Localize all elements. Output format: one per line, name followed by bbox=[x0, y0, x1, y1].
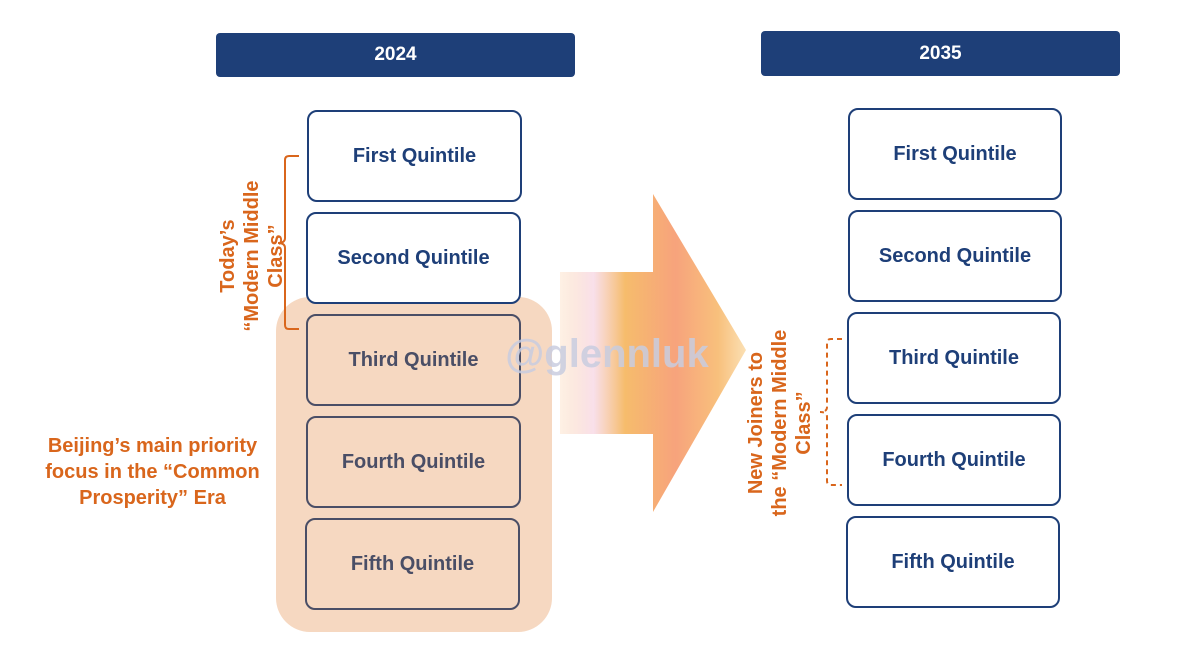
focus-line-2: focus in the “Common bbox=[45, 461, 260, 483]
left-quintile-5: Fifth Quintile bbox=[305, 518, 520, 610]
header-2035: 2035 bbox=[761, 31, 1120, 76]
left-bracket bbox=[277, 155, 299, 330]
left-quintile-4: Fourth Quintile bbox=[306, 416, 521, 508]
today-middle-class-label: Today’s “Modern Middle Class” bbox=[216, 156, 287, 356]
right-quintile-4: Fourth Quintile bbox=[847, 414, 1061, 506]
right-quintile-5: Fifth Quintile bbox=[846, 516, 1060, 608]
focus-shade-area bbox=[276, 297, 552, 632]
right-bracket bbox=[819, 338, 842, 486]
joiners-label-line2: the “Modern Middle bbox=[769, 329, 791, 517]
new-joiners-label: New Joiners to the “Modern Middle Class” bbox=[744, 305, 820, 541]
joiners-label-line3: Class” bbox=[793, 391, 815, 455]
transition-arrow bbox=[560, 194, 746, 512]
priority-focus-text: Beijing’s main priority focus in the “Co… bbox=[20, 433, 285, 511]
watermark: @glennluk bbox=[505, 332, 709, 376]
right-quintile-2: Second Quintile bbox=[848, 210, 1062, 302]
left-quintile-1: First Quintile bbox=[307, 110, 522, 202]
today-label-line2: “Modern Middle Class” bbox=[241, 180, 287, 332]
focus-line-1: Beijing’s main priority bbox=[47, 435, 258, 457]
joiners-label-line1: New Joiners to bbox=[745, 351, 767, 495]
today-label-line1: Today’s bbox=[217, 219, 239, 293]
focus-line-3: Prosperity” Era bbox=[79, 487, 226, 509]
left-quintile-2: Second Quintile bbox=[306, 212, 521, 304]
header-2024: 2024 bbox=[216, 33, 575, 77]
left-quintile-3: Third Quintile bbox=[306, 314, 521, 406]
right-quintile-1: First Quintile bbox=[848, 108, 1062, 200]
right-quintile-3: Third Quintile bbox=[847, 312, 1061, 404]
